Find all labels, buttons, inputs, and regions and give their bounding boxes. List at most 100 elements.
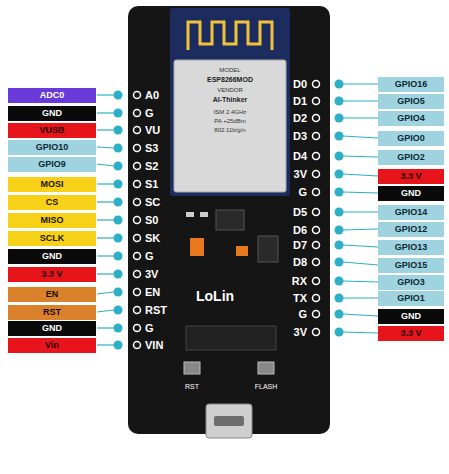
pin-tag: GND [8, 321, 96, 336]
leader-line [343, 314, 378, 316]
leader-line [97, 237, 114, 238]
pin-function: MOSI [40, 180, 63, 189]
pin-tag: EN [8, 287, 96, 302]
pin-hole [134, 271, 141, 278]
pin-tag: VUSB [8, 123, 96, 138]
pin-name: D4 [293, 151, 307, 162]
pin-tag: GPIO13 [378, 240, 444, 255]
pin-dot [114, 198, 123, 207]
pin-function: GPIO1 [397, 294, 425, 303]
pin-hole [134, 253, 141, 260]
pin-dot [114, 341, 123, 350]
pin-function: GPIO10 [36, 143, 69, 152]
pin-hole [313, 133, 320, 140]
capacitor [236, 246, 248, 256]
pin-hole [313, 209, 320, 216]
leader-line [343, 174, 378, 176]
pin-function: SCLK [40, 234, 65, 243]
pin-dot [335, 97, 344, 106]
pin-name: 3V [294, 327, 307, 338]
pin-name: D7 [293, 240, 307, 251]
pin-function: GND [42, 252, 62, 261]
leader-line [343, 100, 378, 101]
pin-name: VU [145, 125, 160, 136]
pin-hole [313, 259, 320, 266]
pin-function: 3.3 V [400, 329, 421, 338]
pin-dot [335, 152, 344, 161]
leader-line [343, 262, 378, 265]
pin-dot [335, 277, 344, 286]
pin-name: TX [293, 293, 307, 304]
pin-dot [335, 80, 344, 89]
pin-name: RST [145, 305, 167, 316]
leader-line [343, 83, 378, 84]
leader-line [97, 129, 114, 130]
pin-dot [335, 328, 344, 337]
pin-name: 3V [294, 169, 307, 180]
pin-tag: GPIO5 [378, 94, 444, 109]
pin-name: 3V [145, 269, 158, 280]
leader-line [97, 255, 114, 256]
module-text: ESP8266MOD [207, 76, 253, 83]
pin-name: S2 [145, 161, 158, 172]
leader-line [97, 219, 114, 220]
pin-name: SK [145, 233, 160, 244]
pin-function: GPIO0 [397, 134, 425, 143]
pin-tag: GPIO2 [378, 150, 444, 165]
pin-hole [313, 81, 320, 88]
module-shield [174, 60, 286, 192]
pin-hole [134, 289, 141, 296]
antenna-trace [188, 22, 272, 50]
pin-dot [335, 294, 344, 303]
pin-name: S0 [145, 215, 158, 226]
chip [216, 210, 244, 230]
pin-function: GND [42, 109, 62, 118]
pin-dot [335, 258, 344, 267]
pin-tag: 3.3 V [8, 267, 96, 282]
pin-dot [114, 162, 123, 171]
pin-name: EN [145, 287, 160, 298]
usb-connector [206, 404, 252, 438]
pin-name: G [145, 251, 154, 262]
pin-function: GPIO16 [395, 80, 428, 89]
pin-dot [335, 310, 344, 319]
pin-tag: GPIO9 [8, 157, 96, 172]
pin-function: 3.3 V [41, 270, 62, 279]
pin-name: D6 [293, 225, 307, 236]
pin-function: RST [43, 308, 61, 317]
pin-tag: RST [8, 305, 96, 320]
pin-tag: GPIO0 [378, 131, 444, 146]
module-text: PA +25dBm [214, 118, 245, 124]
pin-hole [134, 181, 141, 188]
leader-line [97, 273, 114, 274]
pin-dot [114, 144, 123, 153]
pin-hole [313, 311, 320, 318]
pin-name: D5 [293, 207, 307, 218]
esp-module [170, 8, 290, 196]
pin-hole [313, 227, 320, 234]
leader-line [343, 156, 378, 157]
pin-function: Vin [45, 341, 59, 350]
pin-name: RX [292, 276, 307, 287]
leader-line [343, 117, 378, 118]
board-body [128, 6, 330, 434]
pin-name: D3 [293, 131, 307, 142]
usb-port [214, 416, 244, 426]
button-label: FLASH [255, 383, 278, 390]
pin-function: GPIO14 [395, 208, 428, 217]
pin-dot [335, 241, 344, 250]
leader-line [97, 164, 114, 166]
rst-button [184, 362, 200, 374]
pin-dot [114, 126, 123, 135]
pin-tag: CS [8, 195, 96, 210]
leader-line [97, 310, 114, 312]
brand-name: LoLin [196, 289, 234, 303]
leader-line [97, 112, 114, 113]
pin-name: D2 [293, 113, 307, 124]
pin-tag: GPIO14 [378, 205, 444, 220]
leader-line [97, 292, 114, 294]
pin-hole [134, 145, 141, 152]
pin-tag: GND [8, 249, 96, 264]
pin-tag: Vin [8, 338, 96, 353]
pin-function: GPIO9 [38, 160, 66, 169]
